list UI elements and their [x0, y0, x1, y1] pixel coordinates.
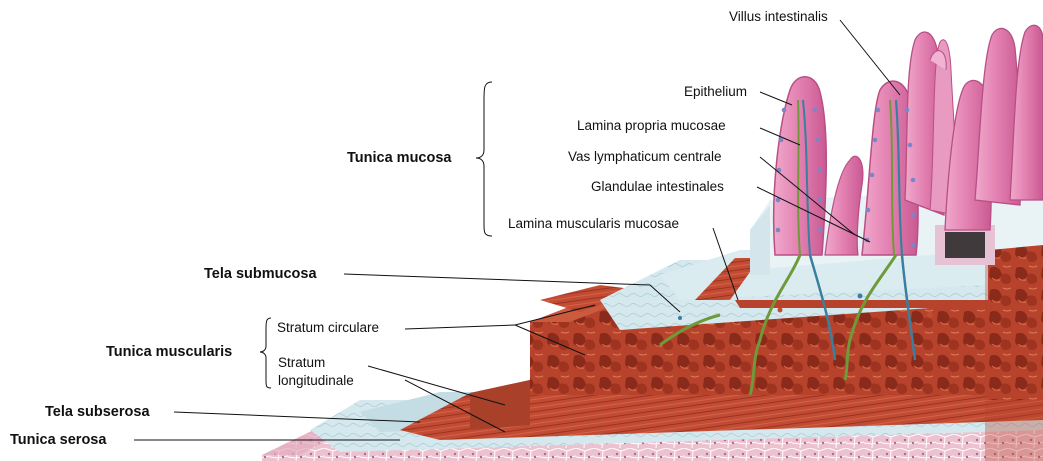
label-tunica-muscularis: Tunica muscularis: [106, 344, 232, 360]
brace-tunica-muscularis: [260, 318, 271, 388]
label-tunica-serosa: Tunica serosa: [10, 432, 106, 448]
label-stratum-longitudinale-line2: longitudinale: [278, 373, 354, 389]
label-glandulae-intestinales: Glandulae intestinales: [591, 179, 724, 195]
label-lamina-propria-mucosae: Lamina propria mucosae: [577, 118, 726, 134]
leader-tela-submucosa: [344, 274, 650, 285]
label-tela-subserosa: Tela subserosa: [45, 404, 150, 420]
label-tunica-mucosa: Tunica mucosa: [347, 150, 451, 166]
label-tela-submucosa: Tela submucosa: [204, 266, 317, 282]
label-vas-lymphaticum-centrale: Vas lymphaticum centrale: [568, 149, 722, 165]
label-lamina-muscularis-mucosae: Lamina muscularis mucosae: [508, 216, 679, 232]
label-epithelium: Epithelium: [684, 84, 747, 100]
brace-tunica-mucosa: [476, 82, 492, 236]
leader-villus: [840, 20, 900, 95]
label-villus-intestinalis: Villus intestinalis: [729, 9, 828, 25]
leader-stratum-circulare: [405, 325, 515, 329]
label-stratum-circulare: Stratum circulare: [277, 320, 379, 336]
label-stratum-longitudinale-line1: Stratum: [278, 355, 325, 371]
